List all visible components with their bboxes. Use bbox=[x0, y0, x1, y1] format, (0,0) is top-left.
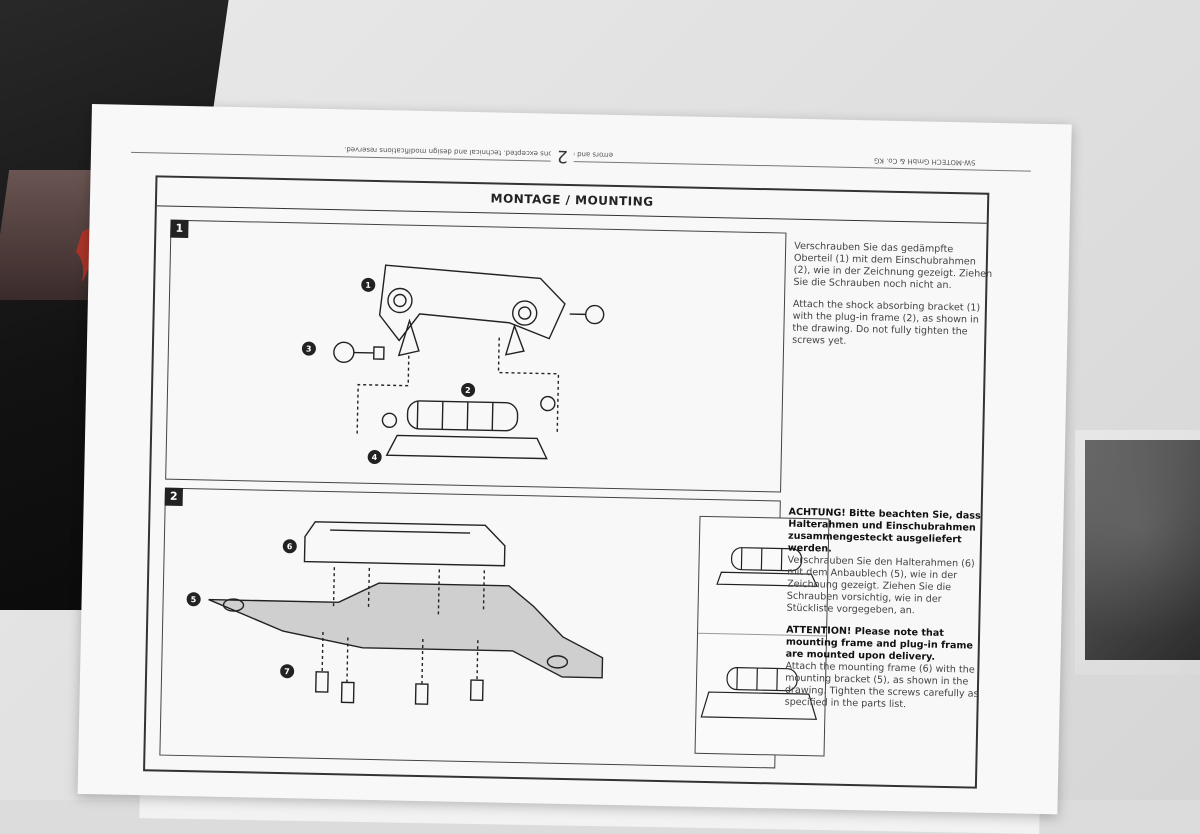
step-2-english: Attach the mounting frame (6) with the m… bbox=[784, 660, 979, 711]
step-2-panel: 2 6 5 7 bbox=[159, 487, 830, 769]
mounting-frame: MONTAGE / MOUNTING 1 bbox=[143, 175, 992, 789]
step-2-inset bbox=[694, 515, 830, 757]
step-2-german-attention: ACHTUNG! Bitte beachten Sie, dass Halter… bbox=[787, 506, 981, 555]
inset-drawing bbox=[700, 547, 819, 720]
callout-2 bbox=[461, 382, 476, 397]
parts-bag bbox=[1085, 440, 1200, 660]
step-2-text: ACHTUNG! Bitte beachten Sie, dass Halter… bbox=[784, 507, 988, 723]
callout-1 bbox=[361, 277, 376, 292]
callout-3 bbox=[301, 341, 316, 356]
step-1-english: Attach the shock absorbing bracket (1) w… bbox=[792, 298, 981, 347]
svg-text:6: 6 bbox=[287, 542, 293, 551]
step-2-english-attention: ATTENTION! Please note that mounting fra… bbox=[785, 624, 974, 663]
page-number: 2 bbox=[550, 145, 575, 167]
header-company: SW-MOTECH GmbH & Co. KG bbox=[870, 156, 979, 167]
step-1-german: Verschrauben Sie das gedämpfte Oberteil … bbox=[793, 240, 993, 292]
svg-text:7: 7 bbox=[284, 667, 290, 676]
box-logo-icon bbox=[76, 228, 108, 282]
callout-4 bbox=[367, 449, 382, 464]
callout-7 bbox=[280, 664, 295, 679]
page-title: MONTAGE / MOUNTING bbox=[156, 177, 988, 224]
svg-text:3: 3 bbox=[306, 345, 312, 354]
step-2-german: Verschrauben Sie den Halterahmen (6) mit… bbox=[786, 554, 975, 617]
svg-text:5: 5 bbox=[191, 595, 197, 604]
instruction-sheet: errors and omissions excepted. technical… bbox=[77, 104, 1072, 815]
svg-text:4: 4 bbox=[372, 453, 378, 462]
page-header: errors and omissions excepted. technical… bbox=[130, 143, 1031, 180]
step-1-drawing: 1 2 3 4 bbox=[301, 264, 605, 464]
step-1-text: Verschrauben Sie das gedämpfte Oberteil … bbox=[792, 241, 994, 361]
callout-5 bbox=[186, 592, 201, 607]
box-logo-layer bbox=[76, 228, 108, 282]
step-2-drawing: 6 5 7 bbox=[186, 521, 604, 705]
callout-6 bbox=[282, 539, 297, 554]
parts-bag-plastic bbox=[1075, 430, 1200, 675]
step-1-panel: 1 1 bbox=[165, 219, 787, 493]
svg-text:2: 2 bbox=[465, 386, 471, 395]
svg-text:1: 1 bbox=[365, 281, 371, 290]
